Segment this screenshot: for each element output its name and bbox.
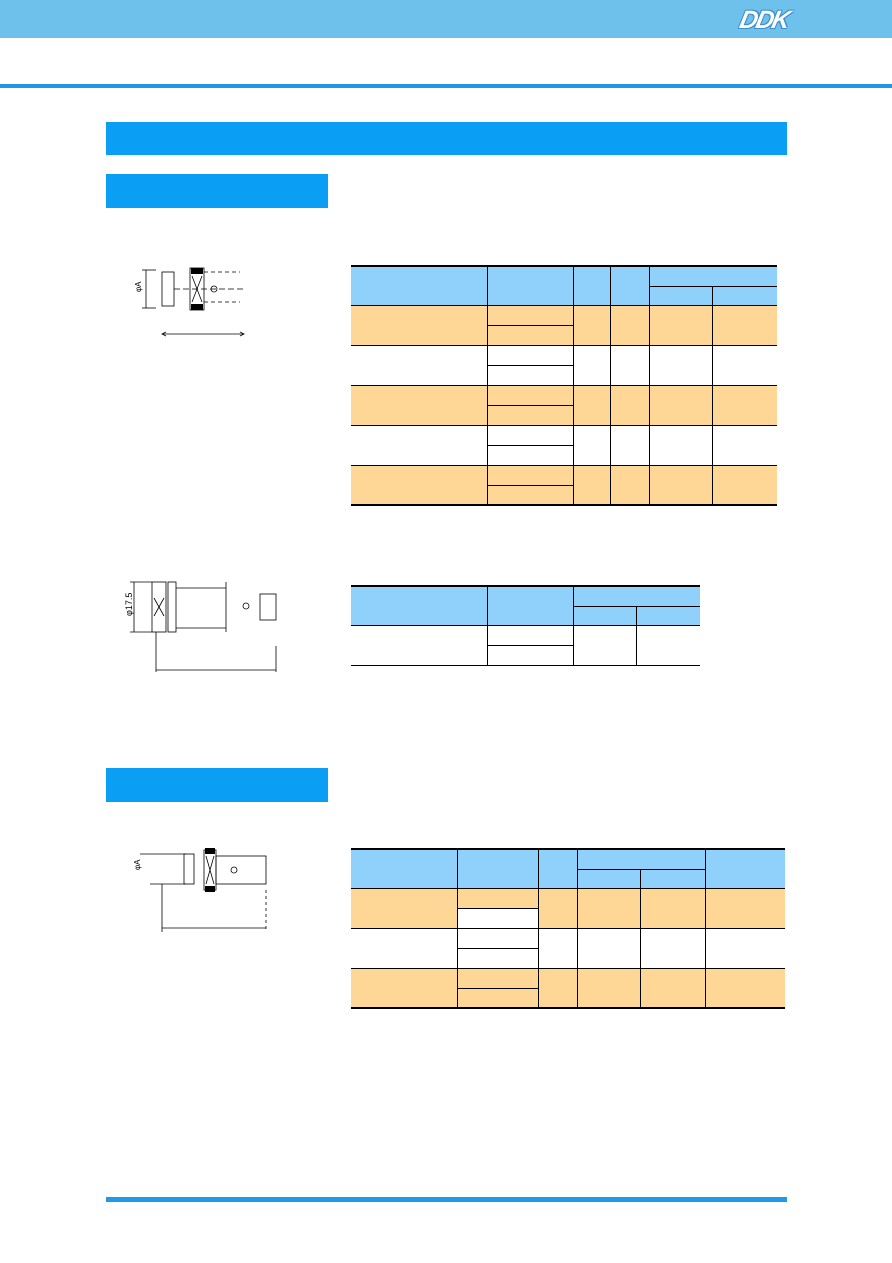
table-row — [351, 404, 777, 426]
diagram-2-label: φ17.5 — [124, 593, 134, 616]
table-header-row — [351, 585, 700, 626]
table-row — [351, 324, 777, 346]
table-row — [351, 624, 700, 666]
spec-table-3 — [351, 848, 785, 1009]
table-header-row — [351, 848, 785, 889]
table-header-row — [351, 868, 785, 889]
table-row — [351, 344, 777, 386]
connector-drawing-2: φ17.5 — [124, 581, 277, 672]
header-accent-line — [0, 84, 892, 88]
table-row — [351, 384, 777, 426]
table-header-row — [351, 605, 700, 626]
top-bar — [0, 0, 892, 38]
spec-table-2 — [351, 585, 700, 666]
table-row — [351, 424, 777, 466]
table-row — [351, 304, 777, 346]
product-label-bar-2 — [106, 768, 328, 802]
section-title-bar — [106, 122, 787, 155]
table-row — [351, 887, 785, 929]
table-row — [351, 927, 785, 969]
footer-line — [106, 1197, 787, 1202]
table-row — [351, 464, 777, 506]
diagram-3-label: φA — [133, 859, 142, 870]
table-row — [351, 644, 700, 666]
table-row — [351, 967, 785, 1009]
diagram-1-label: φA — [134, 281, 143, 292]
table-row — [351, 987, 785, 1009]
spec-table-1 — [351, 265, 777, 506]
product-label-bar-1 — [106, 174, 328, 208]
connector-drawing-1: φA — [134, 267, 246, 337]
table-header-row — [351, 265, 777, 306]
brand-logo: DDK — [737, 6, 792, 34]
connector-drawing-3: φA — [133, 848, 267, 932]
table-row — [351, 484, 777, 506]
